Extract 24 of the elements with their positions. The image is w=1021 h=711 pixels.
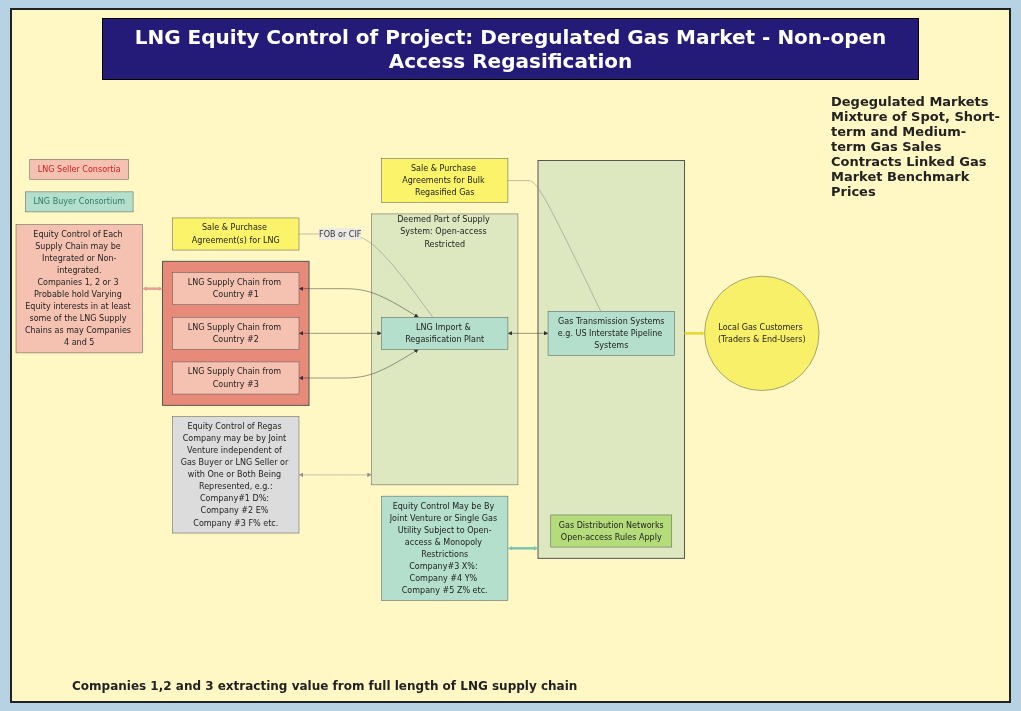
node-box: LNG Import & Regasification Plant: [381, 317, 509, 350]
connector: [507, 180, 601, 312]
node-box: LNG Supply Chain from Country #3: [172, 361, 300, 395]
node-box: Equity Control of Each Supply Chain may be Integrated or Non-integrated. Companies 1, 2 or 3 Probable hold Varying Equity interests in at least some of the LNG Supply Chains as may Companies 4 and 5: [15, 224, 143, 354]
node-circle: Local Gas Customers (Traders & End-Users): [704, 275, 820, 391]
arrow: [507, 546, 539, 551]
note-text: Companies 1,2 and 3 extracting value from full length of LNG supply chain: [72, 679, 579, 693]
node-box: Equity Control of Regas Company may be by Joint Venture independent of Gas Buyer or LNG Seller or with One or Both Being Represented, e.g.: Company#1 D%: Company #2 E% Company #3 F% etc.: [172, 416, 300, 534]
node-box: LNG Seller Consortia: [29, 159, 129, 180]
node-box: LNG Buyer Consortium: [25, 191, 134, 213]
node-box: Gas Transmission Systems e.g. US Interstate Pipeline Systems: [547, 311, 675, 356]
node-box: Sale & Purchase Agreements for Bulk Regasified Gas: [381, 158, 509, 203]
cluster: [162, 260, 310, 406]
node-box: Gas Distribution Networks Open-access Rules Apply: [550, 514, 673, 548]
node-box: Sale & Purchase Agreement(s) for LNG: [172, 217, 300, 251]
edge-label: FOB or CIF: [319, 228, 362, 239]
node-box: LNG Supply Chain from Country #2: [172, 317, 300, 350]
arrow: [684, 331, 705, 336]
title-banner: LNG Equity Control of Project: Deregulated Gas Market - Non-open Access Regasification: [102, 18, 919, 80]
note-text: Degegulated Markets Mixture of Spot, Short-term and Medium-term Gas Sales Contracts Linked Gas Market Benchmark Prices: [831, 94, 1001, 199]
node-box: Equity Control May be By Joint Venture or Single Gas Utility Subject to Open-access & Monopoly Restrictions Company#3 X%: Company #4 Y% Company #5 Z% etc.: [381, 495, 509, 601]
node-box: LNG Supply Chain from Country #1: [172, 272, 300, 305]
cluster: [537, 160, 685, 559]
arrow: [142, 286, 163, 291]
